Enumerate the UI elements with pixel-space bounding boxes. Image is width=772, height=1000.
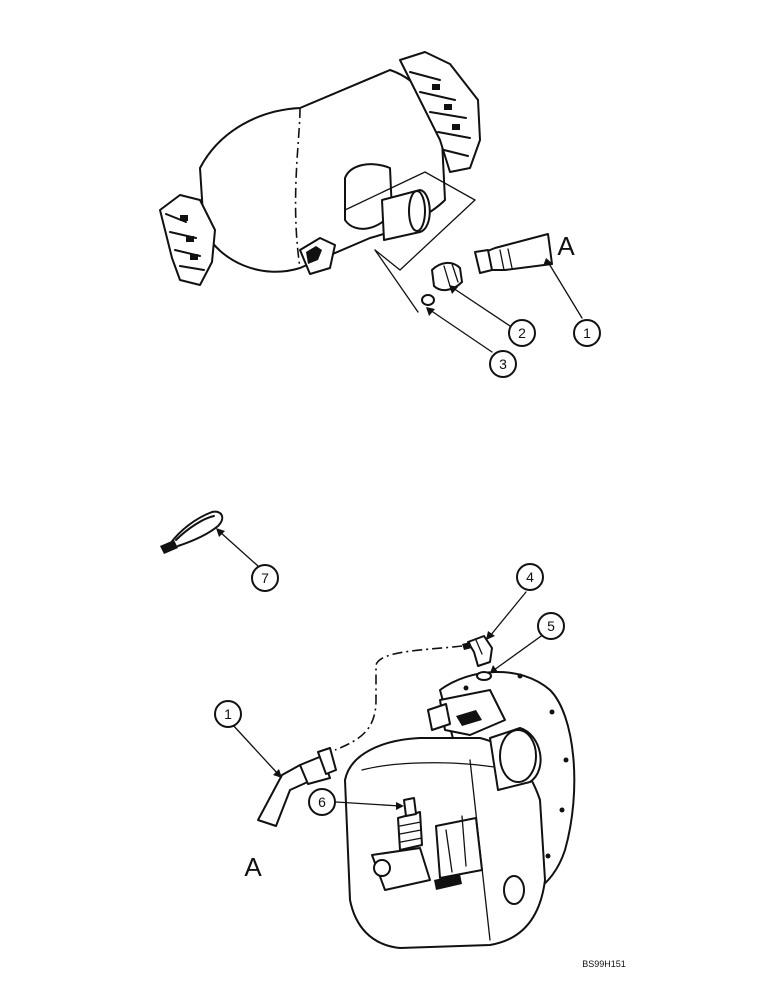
leader-arrowhead xyxy=(449,285,458,294)
leader-line xyxy=(547,261,583,319)
callout-1-bottom: 1 xyxy=(214,700,242,728)
leader-line xyxy=(489,591,527,637)
leader-arrowhead xyxy=(216,528,225,537)
callout-number: 1 xyxy=(583,325,591,341)
callout-3: 3 xyxy=(489,350,517,378)
callout-4: 4 xyxy=(516,563,544,591)
upper-housing-drawing xyxy=(159,51,481,313)
callout-2: 2 xyxy=(508,319,536,347)
leader-line xyxy=(335,801,401,807)
callout-number: 5 xyxy=(547,618,555,634)
leader-line xyxy=(219,531,259,567)
callout-number: 6 xyxy=(318,794,326,810)
lower-elbow-fitting xyxy=(462,635,493,681)
leader-arrowhead xyxy=(490,665,498,673)
callout-number: 2 xyxy=(518,325,526,341)
callout-7: 7 xyxy=(251,564,279,592)
leader-line xyxy=(493,633,545,671)
lower-housing-drawing xyxy=(344,671,576,949)
leader-arrowhead xyxy=(486,631,495,640)
callout-number: 4 xyxy=(526,569,534,585)
connection-label-top: A xyxy=(557,231,575,261)
callout-5: 5 xyxy=(537,612,565,640)
lower-hose-assembly xyxy=(257,747,337,827)
leader-arrowhead xyxy=(543,258,553,266)
leader-line xyxy=(231,723,279,775)
cable-tie-drawing xyxy=(160,510,224,554)
leader-line xyxy=(429,309,493,353)
leader-arrowhead xyxy=(273,769,282,778)
callout-number: 3 xyxy=(499,356,507,372)
callout-number: 1 xyxy=(224,706,232,722)
connection-label-bottom: A xyxy=(244,852,262,882)
upper-hose-assembly xyxy=(421,233,553,306)
leader-arrowhead xyxy=(396,802,404,810)
drawing-code: BS99H151 xyxy=(582,959,626,969)
leader-arrowhead xyxy=(426,307,435,316)
leader-line xyxy=(452,287,511,327)
callout-number: 7 xyxy=(261,570,269,586)
callout-1-top: 1 xyxy=(573,319,601,347)
callout-6: 6 xyxy=(308,788,336,816)
